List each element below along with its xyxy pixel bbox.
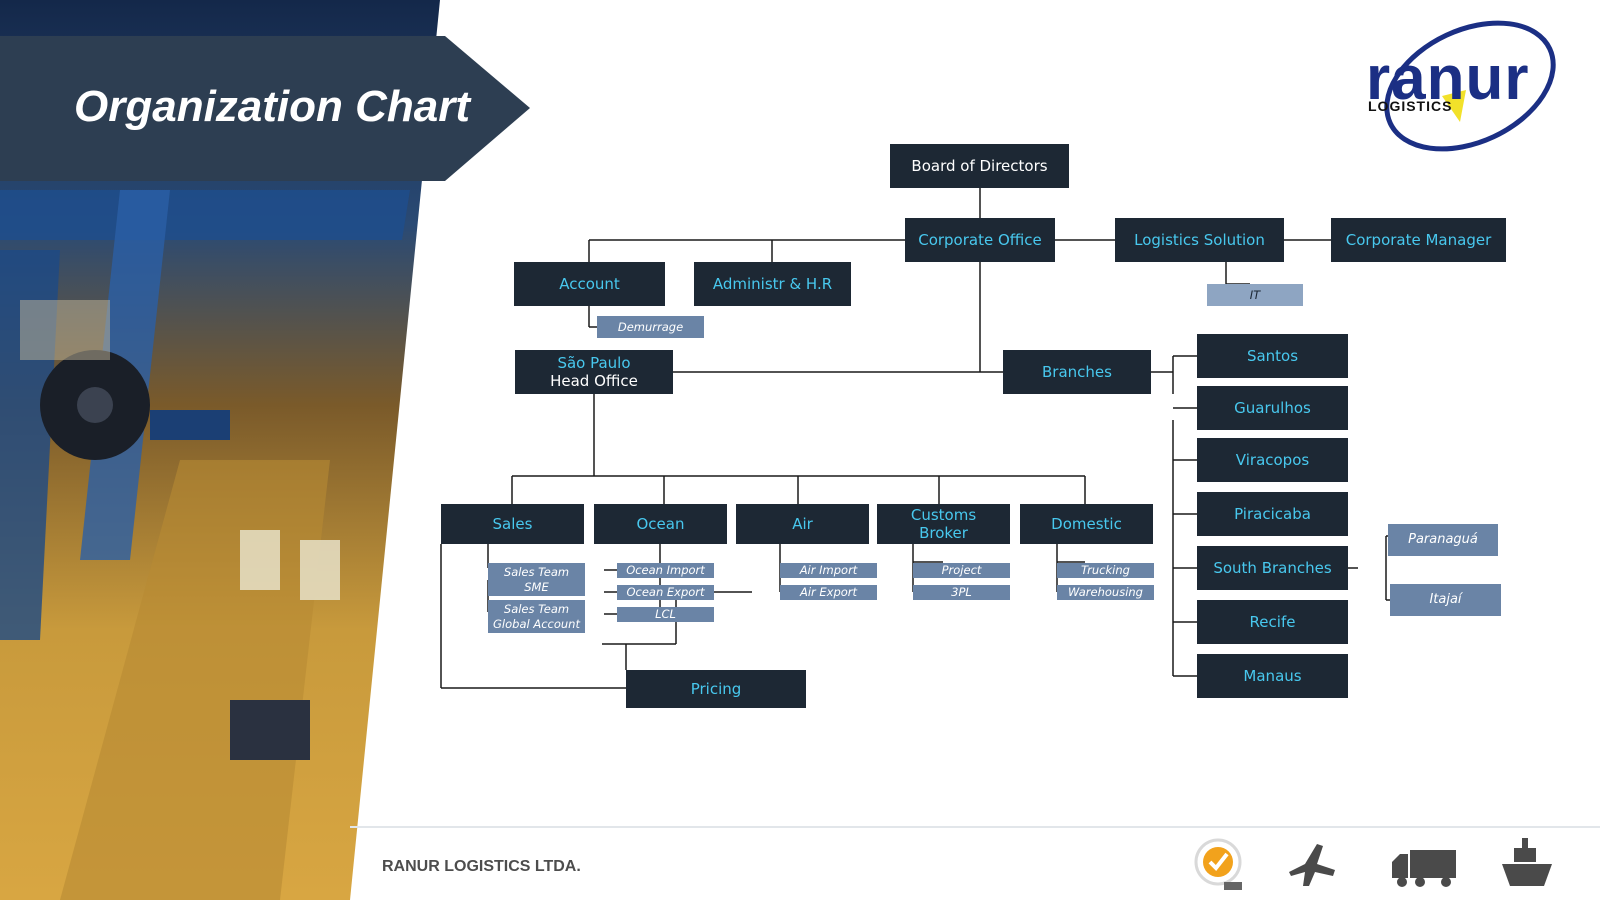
dept-sales: Sales: [441, 504, 584, 544]
sales-team-sme: Sales Team SME: [488, 563, 585, 596]
corporate-manager-box: Corporate Manager: [1331, 218, 1506, 262]
air-import: Air Import: [780, 563, 877, 578]
account-box: Account: [514, 262, 665, 306]
footer-divider: [350, 826, 1600, 828]
ocean-import: Ocean Import: [617, 563, 714, 578]
demurrage-box: Demurrage: [597, 316, 704, 338]
board-of-directors-box: Board of Directors: [890, 144, 1069, 188]
south-sub-itajai: Itajaí: [1390, 584, 1501, 616]
domestic-warehousing: Warehousing: [1057, 585, 1154, 600]
customs-3pl: 3PL: [913, 585, 1010, 600]
branch-santos: Santos: [1197, 334, 1348, 378]
sales-global-line2: Global Account: [493, 616, 580, 631]
company-name: RANUR LOGISTICS LTDA.: [382, 858, 581, 875]
dept-domestic: Domestic: [1020, 504, 1153, 544]
sales-sme-line1: Sales Team: [503, 564, 570, 579]
head-office-line1: São Paulo: [557, 354, 631, 372]
dept-ocean: Ocean: [594, 504, 727, 544]
customs-project: Project: [913, 563, 1010, 578]
ocean-export: Ocean Export: [617, 585, 714, 600]
head-office-line2: Head Office: [550, 372, 638, 390]
branch-recife: Recife: [1197, 600, 1348, 644]
logistics-solution-box: Logistics Solution: [1115, 218, 1284, 262]
logo-subtitle: LOGISTICS: [1368, 98, 1453, 114]
pricing-box: Pricing: [626, 670, 806, 708]
branch-manaus: Manaus: [1197, 654, 1348, 698]
sgs-certification-icon: [1194, 838, 1242, 890]
logo-wordmark: ranur: [1366, 44, 1530, 113]
dept-air: Air: [736, 504, 869, 544]
branch-south-branches: South Branches: [1197, 546, 1348, 590]
branches-box: Branches: [1003, 350, 1151, 394]
port-photo: [0, 0, 440, 900]
branch-piracicaba: Piracicaba: [1197, 492, 1348, 536]
dept-customs-broker: Customs Broker: [877, 504, 1010, 544]
ocean-lcl: LCL: [617, 607, 714, 622]
sales-global-line1: Sales Team: [503, 601, 570, 616]
corporate-office-box: Corporate Office: [905, 218, 1055, 262]
it-box: IT: [1207, 284, 1303, 306]
admin-hr-box: Administr & H.R: [694, 262, 851, 306]
branch-viracopos: Viracopos: [1197, 438, 1348, 482]
title-banner: [0, 36, 530, 181]
domestic-trucking: Trucking: [1057, 563, 1154, 578]
south-sub-paranagua: Paranaguá: [1388, 524, 1498, 556]
sales-sme-line2: SME: [524, 579, 549, 594]
ship-icon: [1502, 838, 1552, 886]
sales-team-global-account: Sales Team Global Account: [488, 600, 585, 633]
air-export: Air Export: [780, 585, 877, 600]
customs-line2: Broker: [919, 524, 968, 542]
branch-guarulhos: Guarulhos: [1197, 386, 1348, 430]
sao-paulo-head-office-box: São Paulo Head Office: [515, 350, 673, 394]
page-title: Organization Chart: [74, 82, 471, 131]
customs-line1: Customs: [910, 506, 977, 524]
airplane-icon: [1289, 844, 1335, 886]
truck-icon: [1392, 850, 1456, 887]
ranur-logo: [1384, 20, 1556, 152]
